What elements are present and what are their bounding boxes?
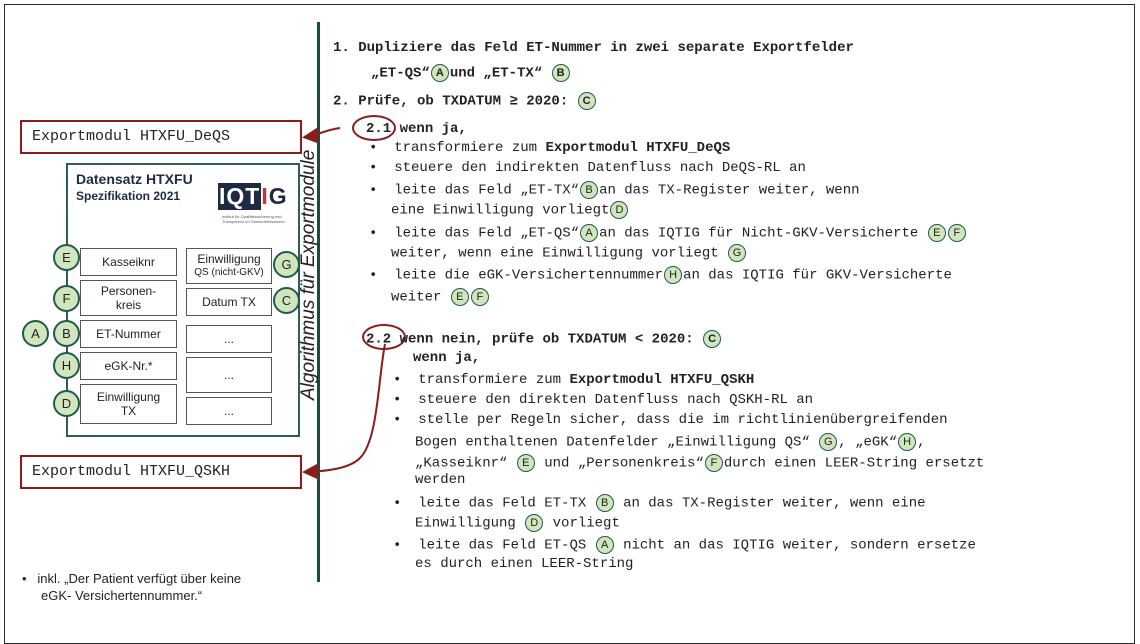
inline-badge-a: A <box>595 536 614 554</box>
badge-b: B <box>53 320 80 347</box>
logo-caption: Institut für Qualitätssicherung und Tran… <box>222 214 285 224</box>
step-2-2-bullet-4-cont: Einwilligung D vorliegt <box>415 514 620 532</box>
step-2-2-bullet-5: • leite das Feld ET-QS A nicht an das IQ… <box>393 536 976 554</box>
field-einwilligung-tx-label: Einwilligung TX <box>96 390 161 418</box>
inline-badge-e: E <box>516 454 535 472</box>
field-datum-tx: Datum TX <box>186 288 272 316</box>
field-et-nummer: ET-Nummer <box>80 320 177 348</box>
step-2-1-bullet-4-cont: weiter, wenn eine Einwilligung vorliegt … <box>391 244 747 262</box>
export-module-deqs-box: Exportmodul HTXFU_DeQS <box>20 120 302 154</box>
field-einwilligung-qs: Einwilligung QS (nicht-GKV) <box>186 248 272 284</box>
inline-badge-b: B <box>580 181 599 199</box>
inline-badge-c: C <box>703 330 722 348</box>
inline-badge-g: G <box>728 244 747 262</box>
footnote: • inkl. „Der Patient verfügt über keine … <box>22 571 242 603</box>
footnote-line-2: eGK- Versichertennummer.“ <box>41 588 203 603</box>
step-2-2-bullet-2: • steuere den direkten Datenfluss nach Q… <box>393 392 814 408</box>
inline-badge-e: E <box>927 224 946 242</box>
badge-g: G <box>273 251 300 278</box>
step-2-1-heading: 2.1 wenn ja, <box>366 121 467 137</box>
inline-badge-e: E <box>450 288 469 306</box>
field-empty-2: ... <box>186 357 272 393</box>
field-kasseiknr: Kasseiknr <box>80 248 177 276</box>
step-2-2-heading: 2.2 wenn nein, prüfe ob TXDATUM < 2020: … <box>366 330 722 348</box>
inline-badge-a: A <box>580 224 599 242</box>
step-1-line1: 1. Dupliziere das Feld ET-Nummer in zwei… <box>333 40 854 56</box>
inline-badge-h: H <box>898 433 917 451</box>
step-2-line: 2. Prüfe, ob TXDATUM ≥ 2020: C <box>333 92 597 110</box>
step-2-2-bullet-3-cont3: werden <box>415 472 466 488</box>
field-personenkreis: Personen-kreis <box>80 280 177 316</box>
step-2-2-bullet-3: • stelle per Regeln sicher, dass die im … <box>393 412 948 428</box>
inline-badge-d: D <box>525 514 544 532</box>
step-2-2-bullet-3-cont1: Bogen enthaltenen Datenfelder „Einwillig… <box>415 433 926 451</box>
inline-badge-a: A <box>430 64 449 82</box>
dataset-subtitle: Spezifikation 2021 <box>76 189 181 203</box>
badge-h: H <box>53 352 80 379</box>
field-kasseiknr-label: Kasseiknr <box>102 255 155 269</box>
field-personenkreis-label: Personen-kreis <box>100 284 157 312</box>
inline-badge-f: F <box>704 454 723 472</box>
footnote-line-1: inkl. „Der Patient verfügt über keine <box>37 571 242 586</box>
badge-c: C <box>273 287 300 314</box>
field-et-nummer-label: ET-Nummer <box>96 327 161 341</box>
field-einwilligung-tx: Einwilligung TX <box>80 384 177 424</box>
field-empty-3: ... <box>186 397 272 425</box>
step-2-2-bullet-5-cont: es durch einen LEER-String <box>415 556 634 572</box>
inline-badge-d: D <box>610 201 629 219</box>
field-empty-2-label: ... <box>223 368 234 382</box>
highlight-oval-2-2 <box>362 324 406 350</box>
step-2-1-bullet-2: • steuere den indirekten Datenfluss nach… <box>369 160 806 176</box>
algorithm-text: 1. Dupliziere das Feld ET-Nummer in zwei… <box>333 0 1123 602</box>
inline-badge-c: C <box>577 92 596 110</box>
step-2-1-bullet-1: • transformiere zum Exportmodul HTXFU_De… <box>369 140 731 156</box>
inline-badge-h: H <box>664 266 683 284</box>
inline-badge-f: F <box>947 224 966 242</box>
step-2-2-subheading: wenn ja, <box>413 350 481 366</box>
highlight-oval-2-1 <box>352 115 396 141</box>
step-2-2-bullet-4: • leite das Feld ET-TX B an das TX-Regis… <box>393 494 926 512</box>
dataset-panel: Datensatz HTXFU Spezifikation 2021 IQTIG… <box>66 163 300 437</box>
field-egk-nr-label: eGK-Nr.* <box>104 359 153 373</box>
field-einwilligung-qs-sub: QS (nicht-GKV) <box>194 267 264 278</box>
field-empty-1-label: ... <box>223 332 234 346</box>
export-module-qskh-box: Exportmodul HTXFU_QSKH <box>20 455 302 489</box>
iqtig-logo: IQTIG Institut für Qualitätssicherung un… <box>218 183 288 224</box>
field-einwilligung-qs-label: Einwilligung <box>197 252 261 266</box>
inline-badge-b: B <box>595 494 614 512</box>
field-datum-tx-label: Datum TX <box>202 295 256 309</box>
section-divider <box>317 22 320 582</box>
badge-a: A <box>22 320 49 347</box>
field-empty-1: ... <box>186 325 272 353</box>
inline-badge-g: G <box>819 433 838 451</box>
field-empty-3-label: ... <box>223 404 234 418</box>
inline-badge-f: F <box>470 288 489 306</box>
badge-e: E <box>53 244 80 271</box>
badge-f: F <box>53 285 80 312</box>
dataset-title: Datensatz HTXFU <box>76 171 193 187</box>
inline-badge-b: B <box>551 64 570 82</box>
badge-d: D <box>53 390 80 417</box>
field-egk-nr: eGK-Nr.* <box>80 352 177 380</box>
side-label: Algorithmus für Exportmodule <box>298 149 319 400</box>
step-2-2-bullet-1: • transformiere zum Exportmodul HTXFU_QS… <box>393 372 755 388</box>
